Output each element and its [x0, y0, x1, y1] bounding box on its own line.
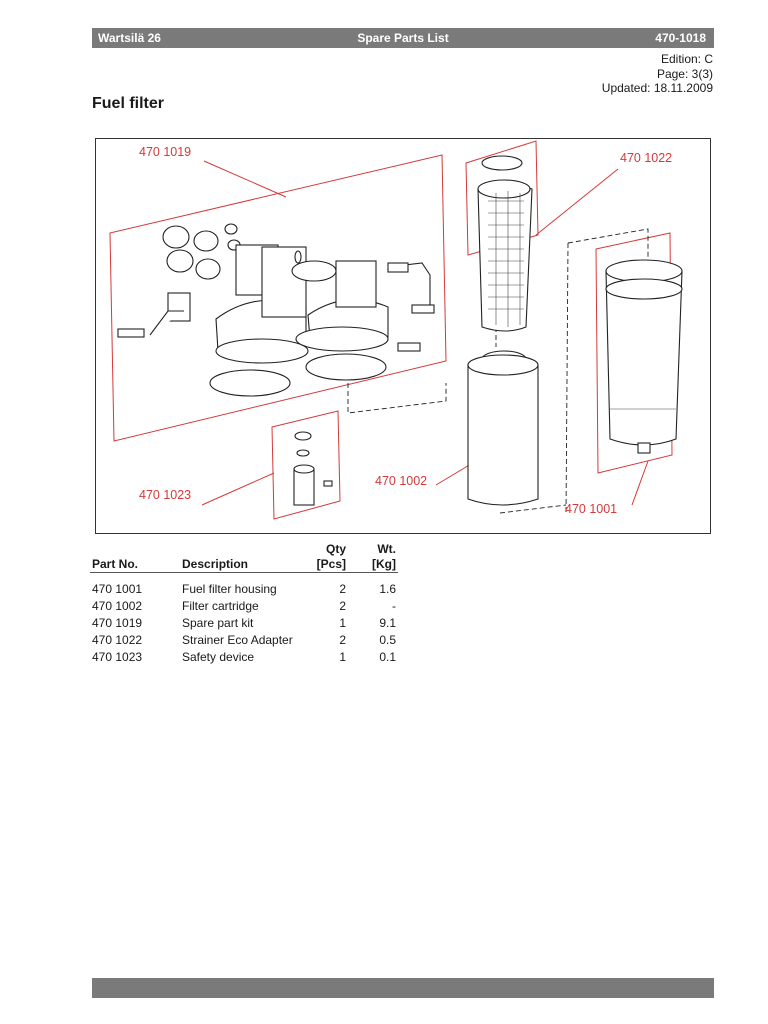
callout-470-1002: 470 1002	[375, 474, 428, 488]
cell-qty: 2	[339, 633, 346, 647]
exploded-diagram: 470 1019 470 1022 470 1023 470 1002 470 …	[95, 138, 711, 534]
cell-part-no: 470 1022	[92, 633, 143, 647]
leader-1022	[535, 168, 619, 236]
header-doc-type: Spare Parts List	[357, 31, 449, 45]
cell-qty: 2	[339, 582, 346, 596]
cell-description: Safety device	[182, 650, 255, 664]
leader-1019	[203, 160, 287, 198]
header-bar: Wartsilä 26 Spare Parts List 470-1018	[92, 28, 714, 48]
cell-qty: 1	[339, 650, 346, 664]
cell-qty: 1	[339, 616, 346, 630]
cell-description: Spare part kit	[182, 616, 254, 630]
parts-table-header: Part No. Description Qty[Pcs] Wt.[Kg]	[90, 540, 398, 573]
diagram-drawing	[109, 140, 683, 520]
cell-part-no: 470 1001	[92, 582, 143, 596]
header-doc-number: 470-1018	[655, 31, 706, 45]
table-row: 470 1022 Strainer Eco Adapter 2 0.5	[90, 632, 398, 649]
cell-weight: 1.6	[379, 582, 396, 596]
cell-weight: 9.1	[379, 616, 396, 630]
header-product: Wartsilä 26	[98, 31, 161, 45]
table-row: 470 1019 Spare part kit 1 9.1	[90, 615, 398, 632]
callout-470-1022: 470 1022	[620, 151, 673, 165]
col-header-qty: Qty[Pcs]	[316, 542, 346, 571]
frame-1023	[271, 410, 341, 520]
callout-470-1019: 470 1019	[139, 145, 192, 159]
updated-label: Updated: 18.11.2009	[601, 81, 713, 95]
col-header-weight: Wt.[Kg]	[372, 542, 396, 571]
leader-1023	[201, 472, 275, 506]
cell-description: Strainer Eco Adapter	[182, 633, 293, 647]
callout-470-1023: 470 1023	[139, 488, 192, 502]
cell-weight: 0.5	[379, 633, 396, 647]
leader-1001	[631, 460, 649, 506]
page-label: Page: 3(3)	[656, 66, 713, 81]
cell-weight: -	[392, 599, 396, 613]
footer-bar	[92, 978, 714, 998]
cell-part-no: 470 1002	[92, 599, 143, 613]
frame-1022	[465, 140, 539, 256]
parts-table: Part No. Description Qty[Pcs] Wt.[Kg] 47…	[90, 540, 398, 666]
cell-weight: 0.1	[379, 650, 396, 664]
callout-470-1001: 470 1001	[565, 502, 618, 516]
edition-label: Edition: C	[660, 52, 713, 66]
frame-1001	[595, 232, 673, 474]
document-meta: Edition: C Page: 3(3) Updated: 18.11.200…	[602, 52, 713, 96]
cell-description: Filter cartridge	[182, 599, 259, 613]
table-row: 470 1023 Safety device 1 0.1	[90, 649, 398, 666]
cell-part-no: 470 1019	[92, 616, 143, 630]
page-title: Fuel filter	[92, 95, 165, 112]
cell-description: Fuel filter housing	[182, 582, 277, 596]
table-row: 470 1001 Fuel filter housing 2 1.6	[90, 573, 398, 599]
col-header-description: Description	[182, 557, 249, 571]
cell-qty: 2	[339, 599, 346, 613]
cell-part-no: 470 1023	[92, 650, 143, 664]
table-row: 470 1002 Filter cartridge 2 -	[90, 598, 398, 615]
col-header-part-no: Part No.	[92, 557, 139, 571]
frame-1019	[109, 154, 447, 442]
